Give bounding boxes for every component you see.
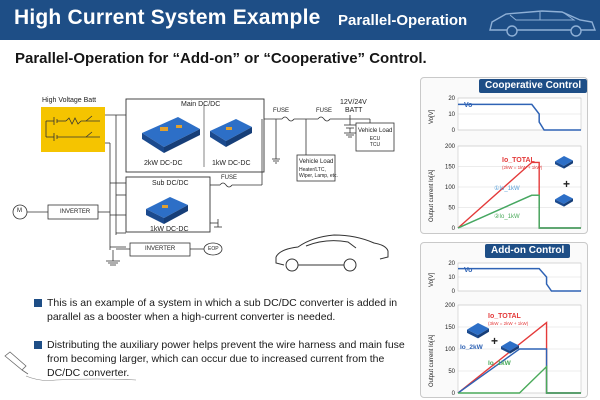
io-tick-label: 150 <box>445 325 456 331</box>
inverter-1-label: INVERTER <box>60 209 91 215</box>
vo-axis-label: Vo[V] <box>429 272 435 287</box>
sub-dcdc-module-icon <box>146 197 188 224</box>
hv-battery-highlight <box>41 107 105 152</box>
vo-tick-label: 20 <box>448 96 455 102</box>
vehicle-load-2-detail-0: Heater/LTC, <box>299 167 326 173</box>
bullet-text: Distributing the auxiliary power helps p… <box>47 339 405 379</box>
bullet-text: This is an example of a system in which … <box>47 297 398 323</box>
eop-label: EOP <box>208 246 219 252</box>
io-axis-label: Output current Io[A] <box>429 334 435 387</box>
dcdc-module-icon <box>501 341 519 354</box>
vo-tick-label: 10 <box>448 112 455 118</box>
addon-control-title: Add-on Control <box>485 244 571 258</box>
sub-module-label: 1kW DC-DC <box>150 226 189 233</box>
vehicle-load-ecu-box <box>355 122 395 152</box>
module-2kw-label: 2kW DC-DC <box>144 160 183 167</box>
inverter-2-label: INVERTER <box>145 246 176 252</box>
page-subtitle: Parallel-Operation <box>338 12 468 29</box>
io-series-line <box>458 364 581 394</box>
io-tick-label: 100 <box>445 185 456 191</box>
fuse-2-label: FUSE <box>316 108 333 114</box>
bullet-square-icon <box>34 341 42 349</box>
bullet-item: This is an example of a system in which … <box>34 296 406 324</box>
io-1kw-b-label: ②Io_1kW <box>494 213 520 220</box>
dcdc-module-1kw-icon <box>210 119 252 147</box>
vo-series-line <box>458 103 581 131</box>
eop-icon <box>203 242 223 256</box>
io-tick-label: 100 <box>445 347 456 353</box>
io-series-line <box>457 194 581 229</box>
vo-series-label: Vo <box>464 267 472 274</box>
io-1kw-label: Io_1kW <box>488 360 512 367</box>
batt-label: BATT <box>345 107 363 114</box>
motor-label: M <box>17 208 22 214</box>
vehicle-load-2-detail-1: Wiper, Lamp, etc. <box>299 173 338 179</box>
io-tick-label: 50 <box>448 369 455 375</box>
system-diagram: High Voltage Batt Main DC/DC 2kW DC-DC 1… <box>0 85 420 290</box>
bullet-square-icon <box>34 299 42 307</box>
io-tick-label: 150 <box>445 165 456 171</box>
vehicle-load-heater-box <box>296 154 336 182</box>
io-1kw-a-label: ①Io_1kW <box>494 185 520 192</box>
plus-icon: + <box>491 334 498 348</box>
fuse-3-label: FUSE <box>221 175 238 181</box>
header-banner: High Current System Example Parallel-Ope… <box>0 0 600 40</box>
vehicle-load-1-detail-0: ECU <box>369 136 381 142</box>
vehicle-load-2-label: Vehicle Load <box>299 159 334 165</box>
io-total-label: Io_TOTAL <box>488 313 522 320</box>
fuse-1-label: FUSE <box>273 108 290 114</box>
vo-tick-label: 0 <box>452 289 456 295</box>
bullet-item: Distributing the auxiliary power helps p… <box>34 338 406 380</box>
sub-dcdc-label: Sub DC/DC <box>152 180 189 187</box>
dcdc-module-icon <box>555 156 573 169</box>
page-title: High Current System Example <box>14 6 321 29</box>
dcdc-module-icon <box>555 194 573 207</box>
cooperative-control-title: Cooperative Control <box>479 79 587 93</box>
vo-tick-label: 10 <box>448 275 455 281</box>
io-axis-label: Output current Io[A] <box>429 169 435 222</box>
dcdc-module-2kw-icon <box>142 117 200 153</box>
vehicle-load-1-label: Vehicle Load <box>358 128 393 134</box>
inverter-eop-box <box>129 242 191 257</box>
hv-batt-label: High Voltage Batt <box>42 97 97 104</box>
vo-series-line <box>458 267 581 292</box>
io-tick-label: 200 <box>445 144 456 150</box>
io-tick-label: 50 <box>448 206 455 212</box>
pen-sketch-icon <box>4 351 137 381</box>
io-total-formula: (2kW = 1kW + 1kW) <box>502 165 543 170</box>
io-2kw-label: Io_2kW <box>460 344 484 351</box>
vo-tick-label: 0 <box>452 128 456 134</box>
dcdc-module-icon <box>467 323 489 339</box>
io-total-label: Io_TOTAL <box>502 157 536 164</box>
suv-car-icon <box>489 10 597 37</box>
io-tick-label: 200 <box>445 303 456 309</box>
main-heading: Parallel-Operation for “Add-on” or “Coop… <box>15 50 427 67</box>
io-total-formula: (3kW = 2kW + 1kW) <box>488 321 529 326</box>
vo-tick-label: 20 <box>448 261 455 267</box>
io-tick-label: 0 <box>452 391 456 397</box>
main-dcdc-label: Main DC/DC <box>181 101 221 108</box>
batt-voltage-label: 12V/24V <box>340 99 367 106</box>
ground-icon <box>106 250 120 266</box>
module-1kw-label: 1kW DC-DC <box>212 160 251 167</box>
vo-series-label: Vo <box>464 102 472 109</box>
sports-car-icon <box>275 234 389 272</box>
io-tick-label: 0 <box>452 226 456 232</box>
plus-icon: + <box>563 177 570 191</box>
vehicle-load-1-detail-1: TCU <box>369 142 381 148</box>
vo-axis-label: Vo[V] <box>429 109 435 124</box>
